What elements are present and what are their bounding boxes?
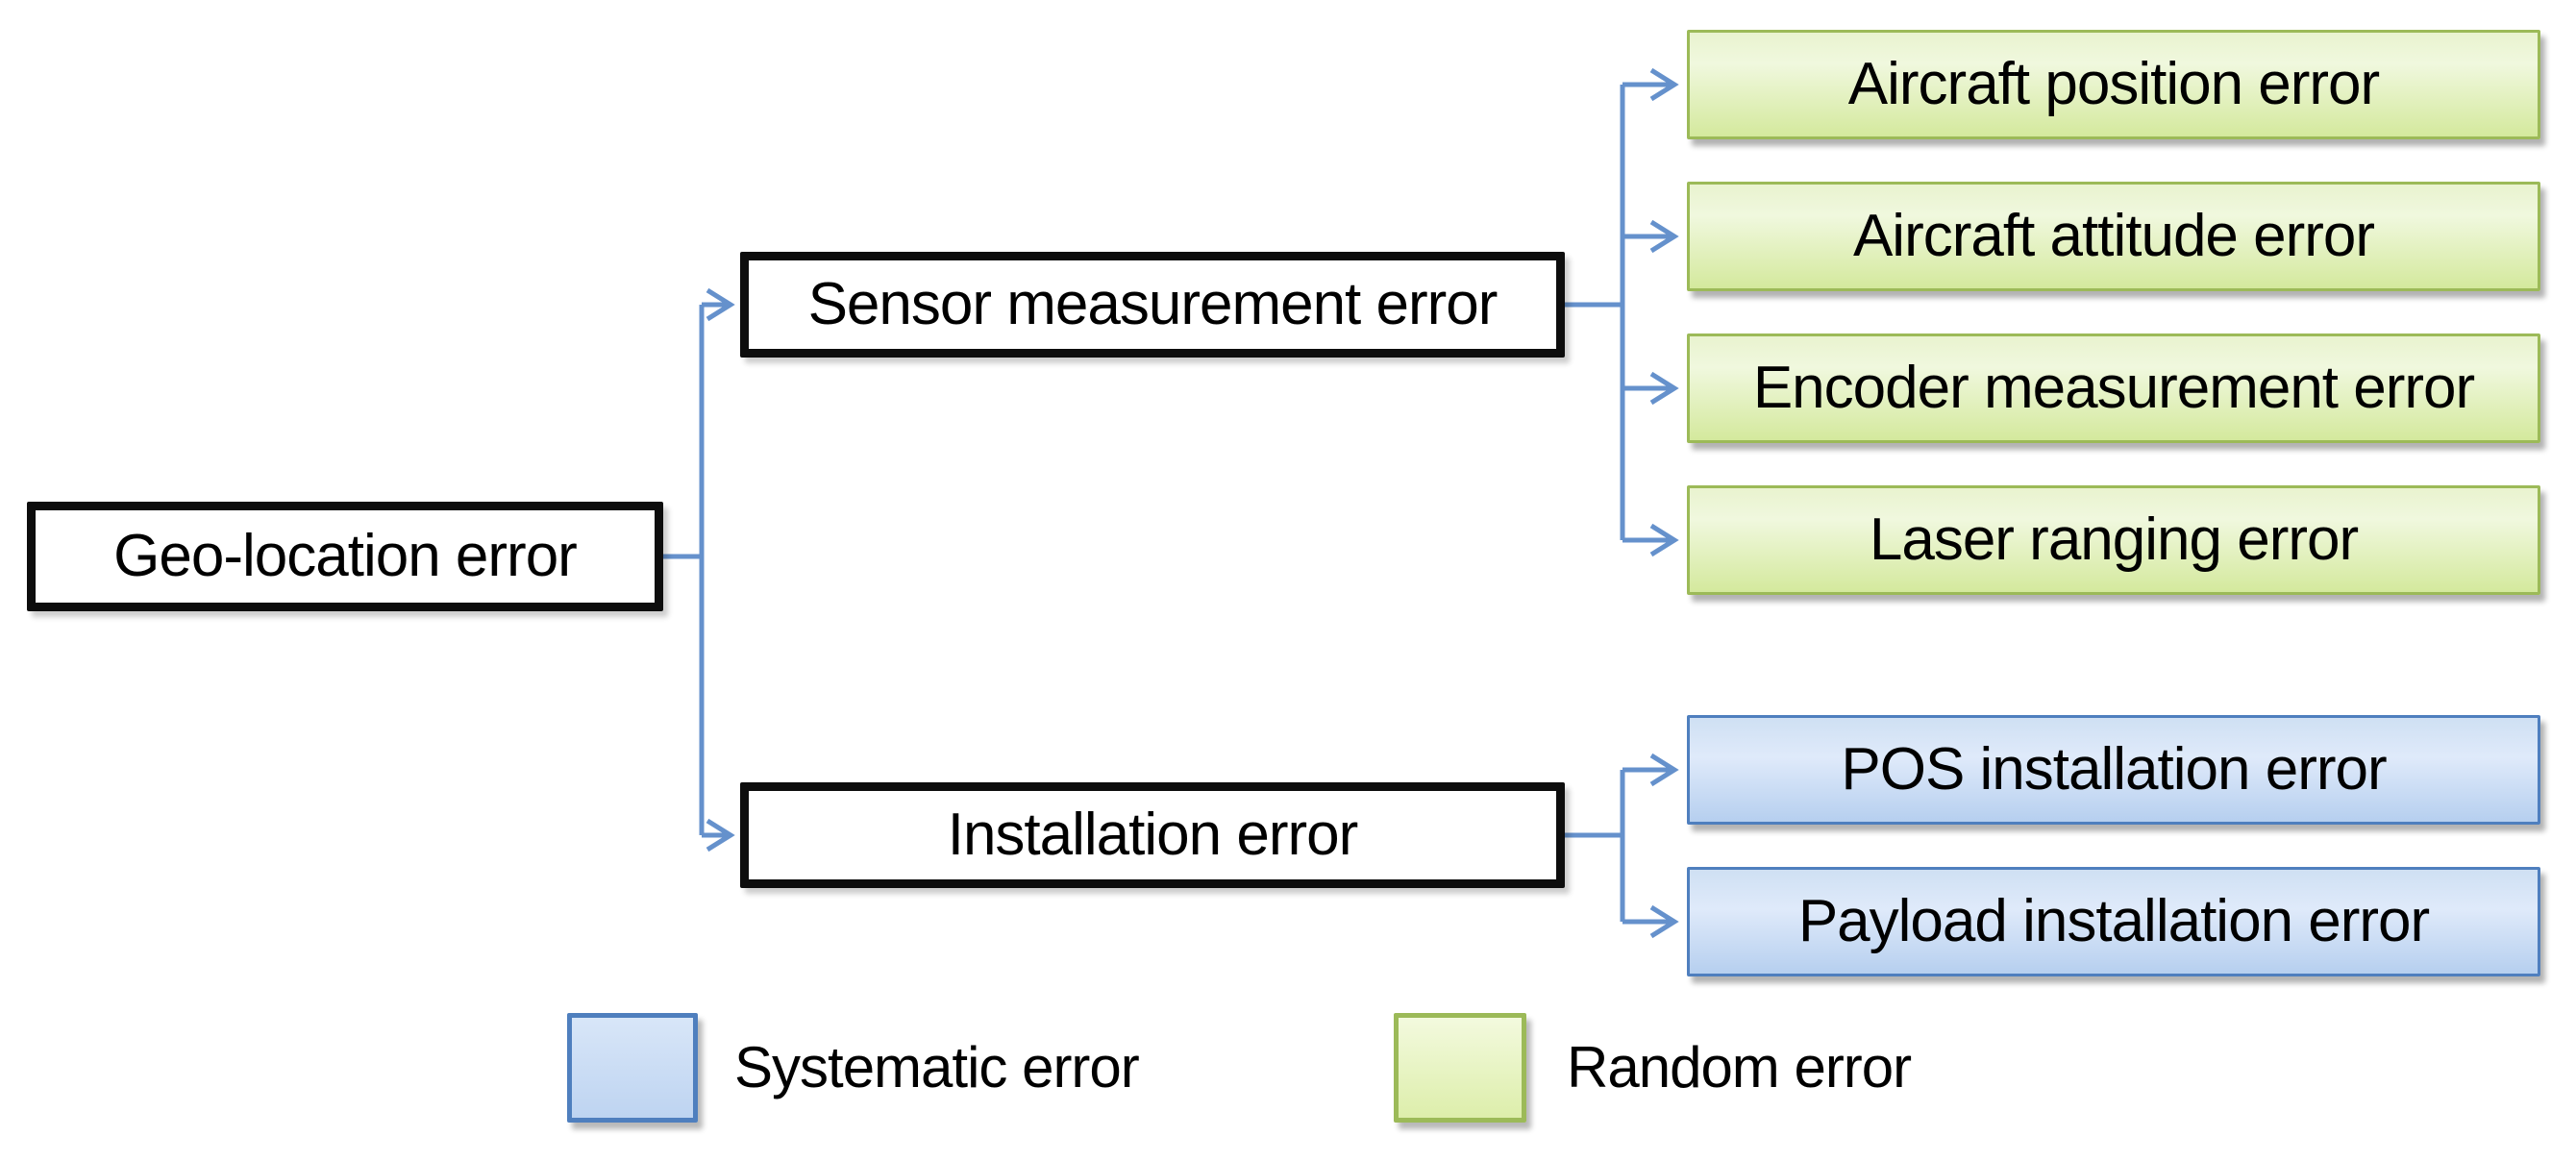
legend-swatch-systematic (567, 1013, 698, 1123)
node-aircraft-position-error: Aircraft position error (1687, 30, 2540, 139)
node-pos-installation-error: POS installation error (1687, 715, 2540, 825)
node-aircraft-attitude-error: Aircraft attitude error (1687, 182, 2540, 291)
node-label: Sensor measurement error (807, 271, 1499, 337)
node-label: Geo-location error (113, 523, 578, 589)
legend-swatch-random (1394, 1013, 1526, 1123)
legend-label-random: Random error (1567, 1013, 1912, 1123)
node-label: Aircraft attitude error (1852, 203, 2375, 269)
node-label: Encoder measurement error (1752, 355, 2475, 421)
node-label: POS installation error (1841, 736, 2387, 803)
node-label: Payload installation error (1797, 888, 2430, 954)
legend-text: Random error (1567, 1035, 1912, 1099)
node-installation-error: Installation error (740, 782, 1565, 888)
node-laser-ranging-error: Laser ranging error (1687, 485, 2540, 595)
node-geo-location-error: Geo-location error (27, 502, 663, 611)
node-label: Laser ranging error (1869, 506, 2359, 573)
legend-label-systematic: Systematic error (734, 1013, 1140, 1123)
node-label: Installation error (947, 802, 1359, 868)
node-label: Aircraft position error (1847, 51, 2380, 117)
node-sensor-measurement-error: Sensor measurement error (740, 252, 1565, 358)
node-payload-installation-error: Payload installation error (1687, 867, 2540, 976)
node-encoder-measurement-error: Encoder measurement error (1687, 333, 2540, 443)
legend-text: Systematic error (734, 1035, 1140, 1099)
